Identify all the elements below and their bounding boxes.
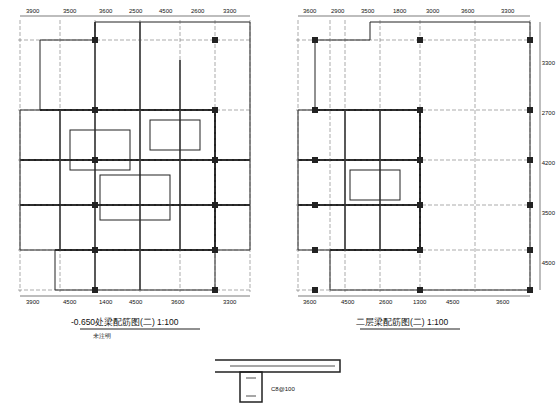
dimension: 3500 [360,8,375,14]
column [92,107,98,113]
column [312,37,318,43]
dimension: 3300 [500,8,515,14]
column [212,247,218,253]
column [527,107,533,113]
grid-axis [296,250,532,251]
grid-axis [330,20,331,292]
column [212,107,218,113]
column [417,107,423,113]
grid-axis [475,20,476,292]
dimension: 3900 [25,299,40,305]
column [527,157,533,163]
dimension: 4500 [158,8,173,14]
column [312,247,318,253]
column [212,287,218,293]
column [527,247,533,253]
grid-axis [296,110,532,111]
column [312,202,318,208]
drawing-title: -0.650处梁配筋图(二) 1:100 [70,318,179,327]
dimension: 2900 [330,8,345,14]
column [417,37,423,43]
dimension: 1400 [98,299,113,305]
column [92,202,98,208]
grid-axis [345,20,346,292]
column [527,202,533,208]
column [527,287,533,293]
grid-axis [296,160,532,161]
dimension: 2500 [128,8,143,14]
column [312,157,318,163]
column [417,287,423,293]
column [92,37,98,43]
dimension: 2600 [378,299,393,305]
dimension: 3900 [25,8,40,14]
grid-axis [250,20,251,292]
grid-axis [296,205,532,206]
column [417,157,423,163]
dimension: 3500 [541,210,556,216]
grid-axis [60,20,61,292]
dimension: 3300 [541,60,556,66]
dimension: 3500 [62,8,77,14]
dimension: C8@100 [270,386,296,392]
grid-axis [296,290,532,291]
dimension: 4500 [541,260,556,266]
dimension: 2600 [190,8,205,14]
grid-axis [180,20,181,292]
drawing-title: 未注明 [92,333,112,339]
column [312,287,318,293]
column [212,37,218,43]
column [212,157,218,163]
grid-axis [296,40,532,41]
column [417,247,423,253]
dimension: 2700 [541,110,556,116]
dimension: 3600 [302,299,317,305]
dimension: 1800 [392,8,407,14]
dimension: 3600 [98,8,113,14]
grid-axis [380,20,381,292]
dimension: 3300 [222,8,237,14]
beam-detail [215,360,340,402]
grid-axis [140,20,141,292]
column [527,37,533,43]
column [312,107,318,113]
column [92,287,98,293]
drawing-title: 二层梁配筋图(二) 1:100 [355,318,449,327]
dimension: 3600 [460,8,475,14]
grid-axis [20,20,21,292]
grid-axis [298,20,299,292]
dimension: 1300 [412,299,427,305]
dimension: 3600 [495,299,510,305]
column [92,157,98,163]
dimension: 3000 [425,8,440,14]
column [417,202,423,208]
dimension: 4200 [541,160,556,166]
column [212,202,218,208]
dimension: 4500 [340,299,355,305]
dimension: 3600 [170,299,185,305]
column [92,247,98,253]
dimension: 3600 [302,8,317,14]
dimension: 3300 [222,299,237,305]
dimension: 4500 [128,299,143,305]
dimension: 4500 [62,299,77,305]
dimension: 4500 [445,299,460,305]
